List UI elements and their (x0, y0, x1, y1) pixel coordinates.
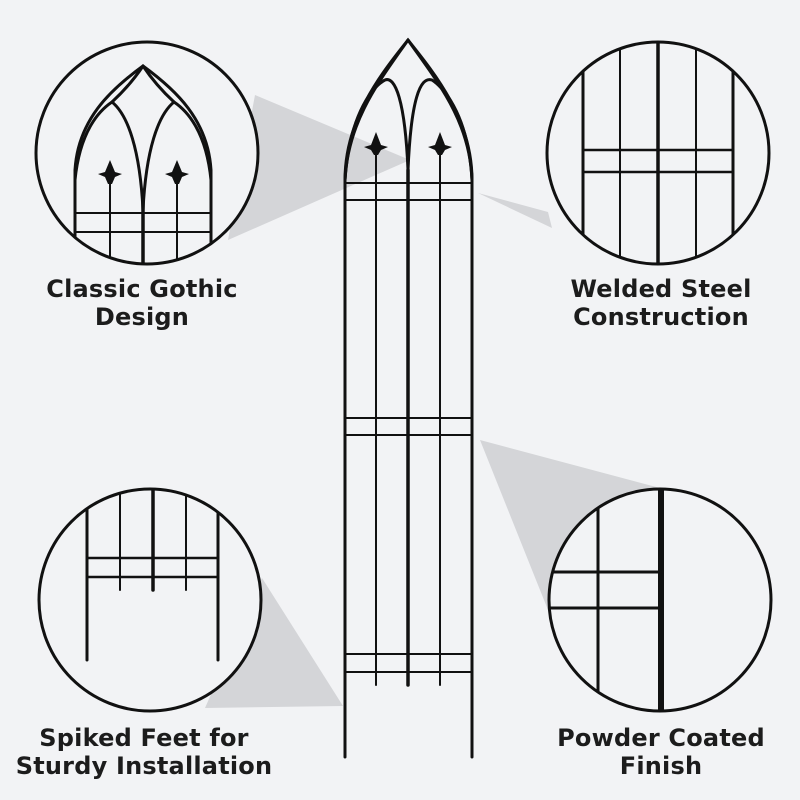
trellis-arch-left (343, 78, 410, 182)
caption-line: Construction (573, 303, 749, 331)
callout-wedge-gothic (228, 95, 410, 240)
caption-line: Sturdy Installation (15, 752, 273, 780)
caption-line: Spiked Feet for (39, 724, 249, 752)
detail-circle-gothic (34, 40, 260, 266)
finial-icon-right (428, 132, 452, 155)
caption-line: Finish (619, 752, 703, 780)
caption-line: Powder Coated (557, 724, 765, 752)
callout-wedge-powder (480, 440, 660, 610)
trellis-arch-right (406, 78, 474, 182)
detail-circle-steel (545, 40, 771, 266)
caption-line: Design (94, 303, 190, 331)
caption-line: Classic Gothic (46, 275, 238, 303)
trellis-panel (343, 37, 474, 759)
caption-line: Welded Steel (570, 275, 752, 303)
trellis-finials (364, 132, 452, 155)
feature-caption-spiked: Spiked Feet for Sturdy Installation (0, 724, 294, 780)
callout-wedges (205, 95, 660, 708)
callout-wedge-spiked (205, 578, 343, 708)
detail-circle-spiked (37, 487, 263, 713)
finial-icon-left (364, 132, 388, 155)
trellis-crossbars (344, 182, 473, 673)
feature-caption-steel: Welded Steel Construction (511, 275, 800, 331)
detail-circle-powder (547, 487, 773, 713)
feature-caption-powder: Powder Coated Finish (511, 724, 800, 780)
callout-wedge-steel (478, 193, 552, 228)
feature-caption-gothic: Classic Gothic Design (0, 275, 292, 331)
